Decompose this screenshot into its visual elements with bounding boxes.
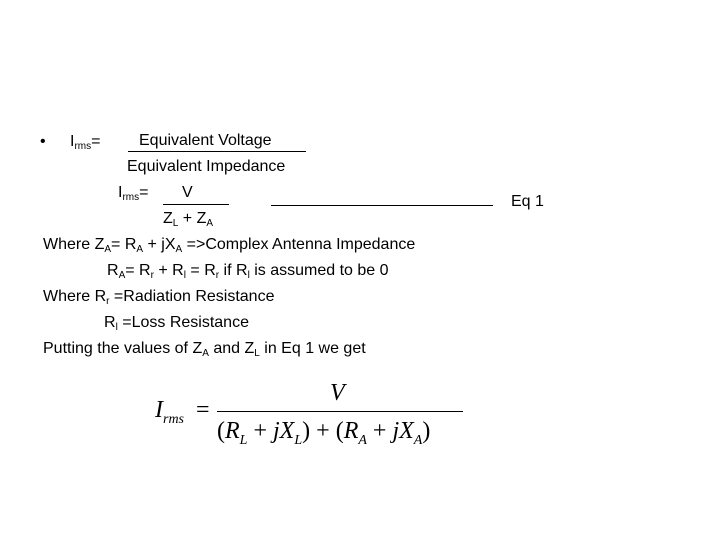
irms-equals: = — [91, 133, 101, 150]
ra-rr-sub: r — [150, 270, 154, 281]
ra-rr: R — [139, 262, 151, 279]
ra-rl2: R — [236, 262, 248, 279]
where1-suffix: =>Complex Antenna Impedance — [182, 236, 416, 253]
final-ra: R — [343, 418, 359, 444]
ra-r-sub: A — [118, 270, 126, 281]
ra-rr2: R — [204, 262, 216, 279]
final-equals: = — [196, 398, 210, 422]
final-ra-sub: A — [358, 433, 367, 448]
ra-eq: = — [125, 262, 140, 279]
final-eq: = — [196, 397, 210, 423]
ra-plus: + — [153, 262, 173, 279]
where1-plus: + j — [143, 236, 165, 253]
final-jxa: jX — [392, 418, 414, 444]
eq1-tag: Eq 1 — [511, 193, 544, 210]
eq1-za: Z — [196, 210, 207, 227]
final-plus1: + — [247, 418, 274, 444]
loss-r: R — [104, 314, 116, 331]
eq1-equals: = — [139, 184, 149, 201]
where1-r-sub: A — [136, 244, 144, 255]
where2-r-sub: r — [106, 296, 110, 307]
where1-x-sub: A — [175, 244, 183, 255]
where1-z-sub: A — [104, 244, 112, 255]
where1-x: X — [164, 236, 176, 253]
final-rl-sub: L — [239, 433, 248, 448]
where-radiation-line: Where Rr =Radiation Resistance — [43, 288, 275, 307]
where1-z: Z — [94, 236, 105, 253]
final-numerator: V — [330, 380, 345, 406]
final-close2: ) — [422, 418, 431, 444]
ra-mid: if — [219, 262, 236, 279]
final-open2: ( — [335, 418, 344, 444]
ra-rl2-sub: l — [247, 270, 250, 281]
loss-r-sub: l — [115, 322, 118, 333]
ra-r: R — [107, 262, 119, 279]
eq1-denominator: ZL + ZA — [163, 210, 214, 229]
final-plus2: + — [310, 418, 336, 444]
putting-z1-sub: A — [202, 348, 209, 359]
loss-resistance-line: Rl =Loss Resistance — [104, 314, 249, 333]
eq1-leader-line — [271, 205, 493, 206]
putting-z1: Z — [192, 340, 203, 357]
ra-line: RA= Rr + Rl = Rr if Rl is assumed to be … — [107, 262, 389, 281]
where1-r: R — [124, 236, 137, 253]
definition-numerator: Equivalent Voltage — [139, 132, 272, 149]
where1-eq: = — [111, 236, 125, 253]
where2-suffix: =Radiation Resistance — [109, 288, 275, 305]
eq1-zl: Z — [163, 210, 173, 227]
putting-prefix: Putting the values of — [43, 340, 193, 357]
where-impedance-line: Where ZA= RA + jXA =>Complex Antenna Imp… — [43, 236, 416, 255]
final-lhs-i: I — [155, 397, 163, 423]
ra-rl: R — [172, 262, 184, 279]
definition-fraction-bar — [128, 151, 306, 152]
eq1-fraction-bar — [163, 204, 229, 205]
irms-main: I — [70, 133, 75, 150]
where1-prefix: Where — [43, 236, 95, 253]
final-jxl: jX — [273, 418, 295, 444]
eq1-zl-sub: L — [172, 218, 179, 229]
final-lhs-sub: rms — [163, 412, 185, 427]
eq1-lhs: Irms= — [118, 184, 149, 203]
putting-line: Putting the values of ZA and ZL in Eq 1 … — [43, 340, 366, 359]
ra-eq2: = — [185, 262, 205, 279]
final-jxl-sub: L — [294, 433, 303, 448]
final-close1: ) — [302, 418, 311, 444]
ra-rl-sub: l — [183, 270, 186, 281]
putting-mid: and — [208, 340, 245, 357]
final-denominator: (RL + jXL) + (RA + jXA) — [217, 418, 431, 448]
eq1-numerator: V — [182, 184, 193, 201]
final-fraction-bar — [217, 411, 463, 412]
eq1-lhs-sub: rms — [122, 192, 140, 203]
irms-label: Irms= — [70, 133, 101, 152]
final-jxa-sub: A — [413, 433, 423, 448]
where2-prefix: Where — [43, 288, 95, 305]
final-plus3: + — [366, 418, 393, 444]
irms-sub: rms — [74, 141, 92, 152]
eq1-za-sub: A — [206, 218, 214, 229]
putting-z2-sub: L — [254, 348, 260, 359]
definition-denominator: Equivalent Impedance — [127, 158, 286, 175]
ra-suffix: is assumed to be 0 — [249, 262, 389, 279]
eq1-plus: + — [178, 210, 197, 227]
where2-r: R — [94, 288, 107, 305]
final-rl: R — [225, 418, 240, 444]
final-open1: ( — [217, 418, 225, 444]
loss-suffix: =Loss Resistance — [117, 314, 249, 331]
eq1-lhs-main: I — [118, 184, 123, 201]
bullet: • — [40, 133, 46, 150]
ra-rr2-sub: r — [215, 270, 220, 281]
putting-z2: Z — [244, 340, 255, 357]
putting-suffix: in Eq 1 we get — [259, 340, 366, 357]
final-lhs: Irms — [155, 397, 184, 427]
